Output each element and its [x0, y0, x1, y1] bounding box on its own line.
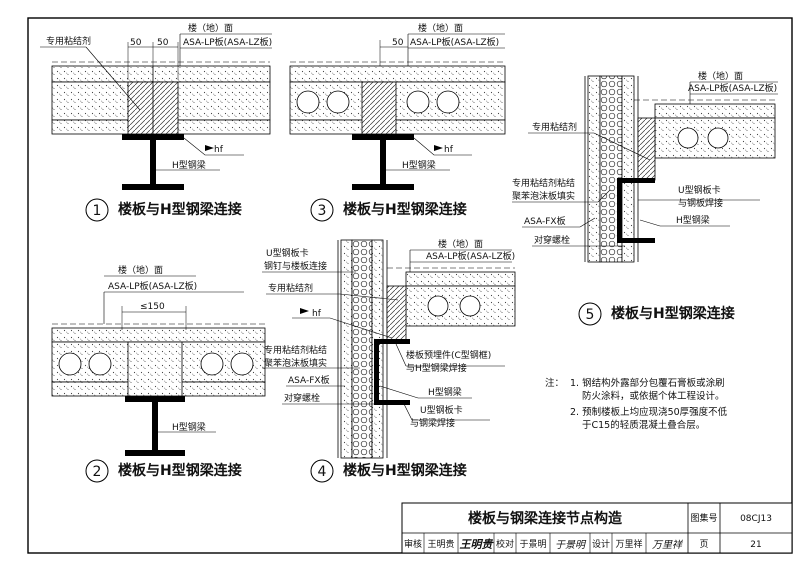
atlas-number: 08CJ13	[740, 514, 772, 524]
checker-signature: 于景明	[555, 539, 587, 551]
detail-caption: 楼板与H型钢梁连接	[118, 462, 242, 479]
label-floor: 楼（地）面	[118, 264, 163, 276]
detail-number: 5	[586, 307, 595, 323]
dim-2: 50	[157, 38, 169, 48]
detail-number: 4	[318, 464, 327, 480]
page-number: 21	[750, 540, 761, 550]
review-label: 审核	[404, 538, 422, 550]
label-ucard-1: U型钢板卡	[678, 184, 721, 196]
label-ucard2-2: 与钢梁焊接	[410, 417, 455, 429]
label-board: ASA-LP板(ASA-LZ板)	[410, 36, 499, 48]
label-ucard-1: U型钢板卡	[266, 247, 309, 259]
label-board: ASA-LP板(ASA-LZ板)	[108, 280, 197, 292]
label-weld: hf	[444, 145, 454, 155]
label-board: ASA-LP板(ASA-LZ板)	[426, 250, 515, 262]
label-bond: 专用粘结剂	[532, 121, 577, 133]
label-floor: 楼（地）面	[418, 22, 463, 34]
notes-prefix: 注：	[545, 377, 564, 389]
designer-name: 万里祥	[615, 538, 642, 550]
label-floor: 楼（地）面	[698, 70, 743, 82]
label-bond: 专用粘结剂	[268, 282, 313, 294]
note-1-line-1: 1. 钢结构外露部分包覆石膏板或涂刷	[570, 377, 725, 389]
title-block: 楼板与钢梁连接节点构造 图集号 08CJ13 审核 王明贵 王明贵 校对 于景明…	[401, 502, 793, 554]
label-bond-fill-1: 专用粘结剂粘结	[512, 177, 575, 189]
reviewer-name: 王明贵	[427, 538, 454, 550]
detail-3: 50 楼（地）面 ASA-LP板(ASA-LZ板) hf H型钢梁 3 楼板与H…	[289, 22, 506, 222]
check-label: 校对	[496, 538, 514, 550]
label-embed-1: 楼板预埋件(C型钢框)	[406, 349, 491, 361]
label-ucard-2: 钢钉与楼板连接	[264, 260, 327, 272]
dim-1: 50	[392, 38, 404, 48]
detail-caption: 楼板与H型钢梁连接	[611, 305, 735, 322]
notes: 注： 1. 钢结构外露部分包覆石膏板或涂刷 防火涂料，或依据个体工程设计。 2.…	[545, 377, 728, 431]
checker-name: 于景明	[519, 539, 546, 550]
designer-signature: 万里祥	[652, 539, 684, 551]
note-1-line-2: 防火涂料，或依据个体工程设计。	[582, 390, 725, 402]
detail-caption: 楼板与H型钢梁连接	[343, 201, 467, 218]
label-beam: H型钢梁	[172, 421, 206, 433]
detail-number: 1	[93, 203, 102, 219]
label-fx: ASA-FX板	[288, 374, 330, 386]
detail-caption: 楼板与H型钢梁连接	[118, 201, 242, 218]
label-beam: H型钢梁	[402, 159, 436, 171]
label-floor: 楼（地）面	[188, 22, 233, 34]
label-fx: ASA-FX板	[524, 215, 566, 227]
label-board: ASA-LP板(ASA-LZ板)	[688, 82, 777, 94]
atlas-label: 图集号	[690, 512, 717, 524]
label-bond: 专用粘结剂	[46, 35, 91, 47]
label-ucard-2: 与钢板焊接	[678, 197, 723, 209]
label-embed-2: 与H型钢梁焊接	[406, 362, 467, 374]
note-2-line-2: 于C15的轻质混凝土叠合层。	[582, 419, 705, 431]
label-floor: 楼（地）面	[438, 238, 483, 250]
dim: ≤150	[140, 302, 165, 312]
detail-5: 楼（地）面 ASA-LP板(ASA-LZ板) 专用粘结剂 专用粘结剂粘结 聚苯泡…	[512, 70, 778, 326]
design-label: 设计	[592, 538, 610, 550]
detail-4: 楼（地）面 ASA-LP板(ASA-LZ板) U型钢板卡 钢钉与楼板连接 专用粘…	[262, 238, 516, 483]
label-bolt: 对穿螺栓	[534, 234, 570, 246]
detail-caption: 楼板与H型钢梁连接	[343, 462, 467, 479]
detail-2: ≤150 楼（地）面 ASA-LP板(ASA-LZ板) H型钢梁 2 楼板与H型…	[51, 264, 266, 483]
label-board: ASA-LP板(ASA-LZ板)	[183, 36, 272, 48]
label-bond-fill-1: 专用粘结剂粘结	[264, 344, 327, 356]
label-bolt: 对穿螺栓	[284, 392, 320, 404]
reviewer-signature: 王明贵	[460, 538, 495, 551]
label-weld: hf	[312, 309, 322, 319]
label-weld: hf	[214, 145, 224, 155]
label-bond-fill-2: 聚苯泡沫板填实	[264, 357, 327, 369]
detail-number: 2	[93, 464, 102, 480]
label-beam: H型钢梁	[428, 386, 462, 398]
note-2-line-1: 2. 预制楼板上均应现浇50厚强度不低	[570, 406, 728, 418]
detail-number: 3	[318, 203, 327, 219]
page-label: 页	[699, 539, 708, 550]
drawing-title: 楼板与钢梁连接节点构造	[468, 510, 622, 527]
detail-1: 专用粘结剂 50 50 楼（地）面 ASA-LP板(ASA-LZ板) hf H型…	[40, 22, 272, 222]
label-beam: H型钢梁	[172, 159, 206, 171]
dim-1: 50	[130, 38, 142, 48]
label-bond-fill-2: 聚苯泡沫板填实	[512, 190, 575, 202]
label-ucard2-1: U型钢板卡	[420, 404, 463, 416]
label-beam: H型钢梁	[676, 214, 710, 226]
